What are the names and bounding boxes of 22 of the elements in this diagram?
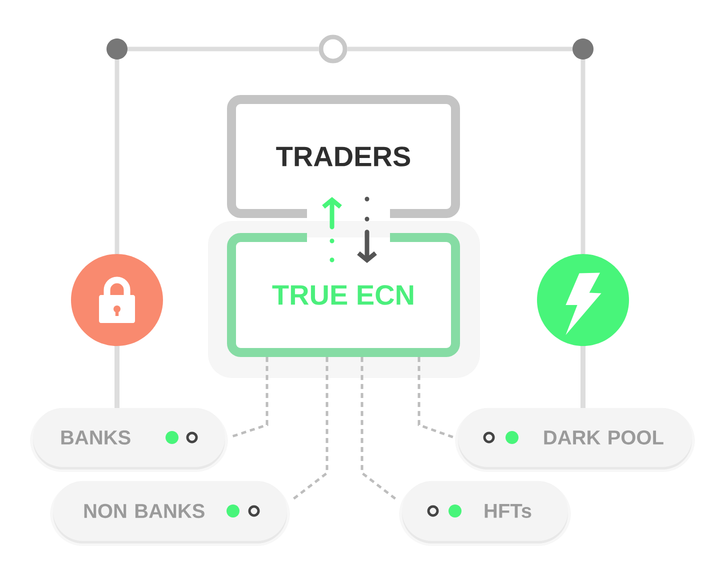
connector-line xyxy=(114,346,120,408)
junction-ring xyxy=(318,34,348,64)
dashed-connector xyxy=(360,357,398,501)
lock-icon xyxy=(71,254,163,346)
connector-line xyxy=(580,60,586,254)
connector-line xyxy=(128,46,319,52)
connector-line xyxy=(347,46,572,52)
entity-box: TRADERS xyxy=(227,95,460,218)
entity-box: TRUE ECN xyxy=(227,233,460,357)
pill-tag: BANKS xyxy=(30,408,228,472)
junction-dot xyxy=(106,38,128,60)
arrow xyxy=(357,196,377,263)
connector-line xyxy=(580,346,586,408)
arrow xyxy=(322,197,342,262)
junction-dot xyxy=(572,38,594,60)
connector-line xyxy=(114,60,120,254)
pill-tag: DARK POOL xyxy=(455,408,695,472)
lightning-icon xyxy=(537,254,629,346)
pill-tag: NON BANKS xyxy=(50,481,290,546)
pill-tag: HFTs xyxy=(399,481,571,546)
dashed-connector xyxy=(291,357,328,501)
dashed-connector xyxy=(418,357,454,439)
